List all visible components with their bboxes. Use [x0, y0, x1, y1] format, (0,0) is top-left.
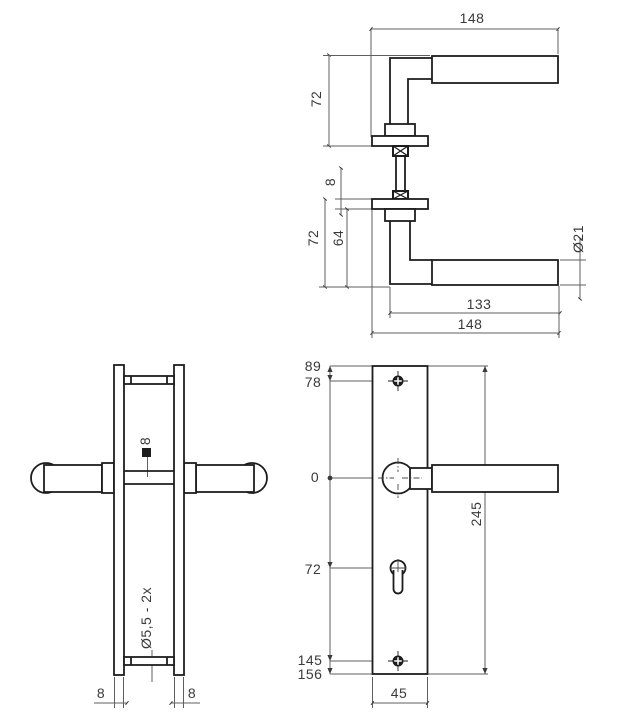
lower-neck-inner — [409, 221, 432, 261]
upper-collar — [384, 123, 416, 137]
rose-centerlines — [378, 458, 422, 498]
front-grip — [431, 464, 559, 493]
left-backplate-edge — [113, 364, 125, 676]
dim-label-front-top-edge: 89 — [304, 358, 322, 374]
front-view — [327, 365, 559, 708]
dim-label-plan-plate-left: 8 — [96, 685, 106, 701]
upper-neck-outer — [389, 57, 432, 124]
keyhole — [389, 559, 407, 595]
dim-label-side-height-lower-inner: 64 — [330, 229, 346, 247]
right-backplate-edge — [173, 364, 185, 676]
dim-label-side-grip-length: 133 — [466, 296, 492, 312]
bottom-screw — [388, 651, 408, 671]
plan-view — [30, 364, 268, 708]
dim-label-plan-plate-right: 8 — [187, 685, 197, 701]
upper-neck-inner — [407, 78, 432, 124]
dimension-arrows — [327, 366, 488, 674]
left-grip — [43, 464, 103, 493]
bottom-screw-lug — [123, 656, 175, 666]
dim-label-side-grip-diameter: Ø21 — [570, 225, 586, 253]
left-collar — [101, 462, 115, 494]
front-neck — [409, 467, 433, 490]
dim-label-side-rose-thickness: 8 — [322, 177, 338, 187]
dim-label-side-height-lower: 72 — [305, 229, 321, 247]
lower-grip — [431, 259, 559, 286]
right-grip — [195, 464, 255, 493]
spindle — [392, 145, 409, 200]
upper-grip — [431, 55, 559, 84]
right-collar — [183, 462, 197, 494]
lower-rose — [371, 198, 429, 210]
dim-label-front-zero: 0 — [310, 469, 320, 485]
side-view-dimension-lines — [319, 26, 586, 338]
lower-collar — [384, 208, 416, 222]
top-screw-lug — [123, 375, 175, 385]
lower-neck-outer — [389, 221, 432, 285]
dim-label-front-top-screw: 78 — [304, 374, 322, 390]
dim-label-front-keyhole: 72 — [304, 561, 322, 577]
upper-rose — [371, 135, 429, 147]
dim-label-front-plate-height: 245 — [468, 501, 484, 527]
top-screw — [388, 371, 408, 391]
dim-label-front-plate-width: 45 — [390, 685, 408, 701]
dim-label-front-bottom-screw: 145 — [297, 652, 323, 668]
square-spindle-symbol — [142, 448, 151, 457]
dim-label-front-bottom-edge: 156 — [297, 666, 323, 682]
dim-label-side-width-top: 148 — [459, 10, 485, 26]
dim-label-plan-screw-holes: Ø5,5 - 2x — [138, 586, 154, 650]
plan-view-dimension-lines — [94, 457, 200, 708]
dim-label-side-width-bottom: 148 — [457, 316, 483, 332]
side-view — [319, 26, 586, 338]
backplate — [371, 365, 429, 675]
dim-label-side-height-upper: 72 — [308, 90, 324, 108]
dim-label-plan-spindle-square: 8 — [137, 436, 153, 446]
